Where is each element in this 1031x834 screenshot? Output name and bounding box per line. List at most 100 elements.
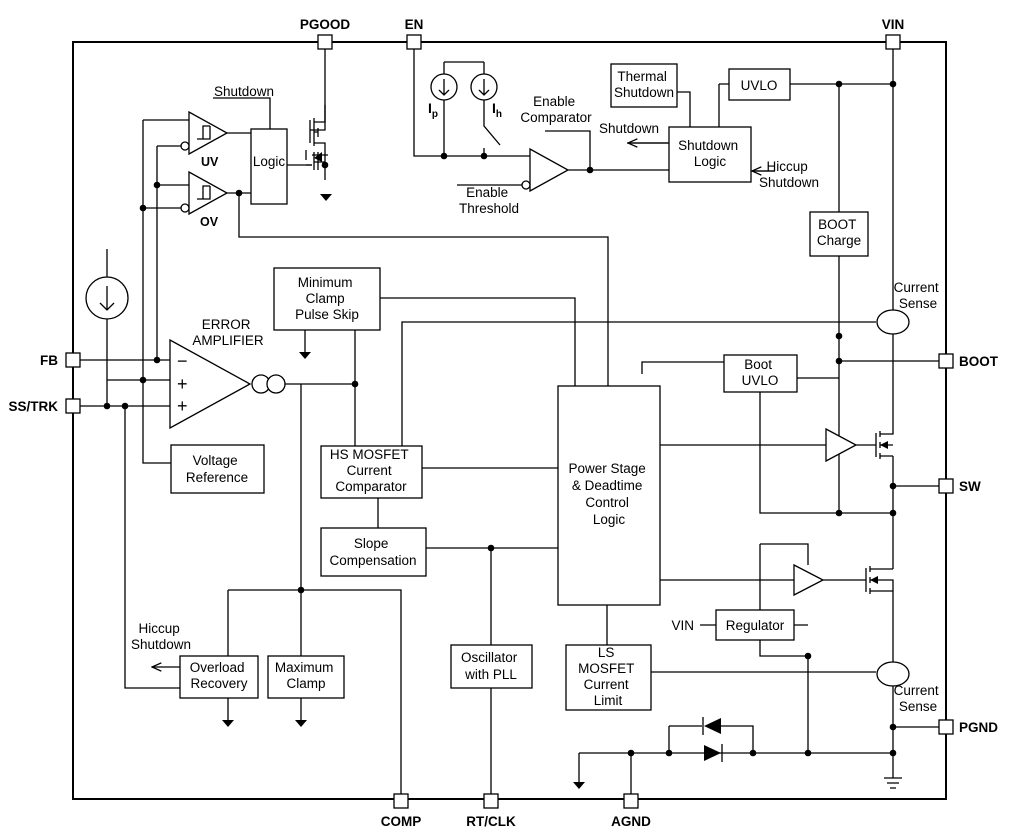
shutdown-logic-block: Shutdown Logic — [668, 126, 752, 183]
ih-label: Ih — [492, 100, 502, 120]
voltage-reference-label-2: Reference — [186, 470, 248, 485]
error-amplifier-label: ERROR AMPLIFIER — [192, 317, 264, 348]
pin-en-label: EN — [405, 17, 424, 32]
power-stage-label-4: Logic — [593, 512, 626, 527]
pin-rt-clk: RT/CLK — [466, 793, 516, 829]
enable-threshold-label: Enable Threshold — [459, 185, 519, 216]
ic-boundary — [72, 41, 947, 800]
min-clamp-block: Minimum Clamp Pulse Skip — [273, 267, 381, 331]
ls-mosfet-icon — [865, 566, 894, 595]
voltage-reference-label-1: Voltage — [193, 453, 238, 468]
uv-comparator — [180, 110, 229, 156]
pin-ss-trk-label: SS/TRK — [8, 399, 58, 414]
overload-recovery-label-2: Recovery — [190, 676, 247, 691]
oscillator-block: Oscillator with PLL — [450, 644, 533, 689]
current-sense-bottom: Current Sense — [876, 661, 943, 714]
max-clamp-block: Maximum Clamp — [267, 655, 345, 699]
svg-text:Slope Compensation: Slope Compensation — [329, 536, 416, 568]
voltage-reference-block: Voltage Reference — [170, 444, 265, 494]
pin-vin: VIN — [882, 17, 905, 50]
ov-label: OV — [200, 215, 219, 229]
svg-text:−: − — [177, 351, 188, 371]
slope-compensation-label-1: Slope — [354, 536, 389, 551]
svg-text:Power Stage & Deadtime: Power Stage & Deadtime Control Logic — [568, 461, 649, 527]
shutdown-logic-label-1: Shutdown — [678, 138, 738, 153]
pin-fb: FB — [40, 352, 81, 368]
hiccup-shutdown-in-label: Hiccup Shutdown — [759, 159, 819, 190]
pin-sw-label: SW — [959, 479, 981, 494]
pin-boot-label: BOOT — [959, 354, 999, 369]
shutdown-out-label: Shutdown — [599, 121, 659, 136]
svg-text:+: + — [177, 374, 188, 394]
hs-mosfet-icon — [875, 425, 894, 459]
pin-rt-clk-label: RT/CLK — [466, 814, 516, 829]
regulator-label: Regulator — [726, 618, 785, 633]
ls-limit-label-4: Limit — [594, 693, 623, 708]
svg-text:Current Sense: Current Sense — [894, 683, 943, 714]
slope-compensation-block: Slope Compensation — [320, 527, 427, 577]
wires — [79, 48, 940, 795]
pgood-mosfet-icon — [305, 105, 328, 180]
boot-uvlo-label-2: UVLO — [742, 373, 779, 388]
hs-comparator-label-2: Current — [347, 463, 392, 478]
pin-agnd-label: AGND — [611, 814, 651, 829]
oscillator-label-1: Oscillator — [461, 650, 518, 665]
enable-comparator-label: Enable Comparator — [520, 94, 592, 125]
power-stage-label-1: Power Stage — [568, 461, 645, 476]
thermal-shutdown-label-2: Shutdown — [614, 85, 674, 100]
boot-charge-block: BOOT Charge — [809, 211, 869, 257]
pin-pgood-label: PGOOD — [300, 17, 351, 32]
ip-current-source: Ip — [428, 62, 458, 120]
uvlo-block: UVLO — [728, 68, 791, 101]
overload-recovery-block: Overload Recovery — [179, 655, 259, 699]
svg-text:LS MOSFET Current: LS MOSFET Current Limit — [578, 645, 638, 708]
hs-comparator-label-1: HS MOSFET — [330, 447, 409, 462]
diode-pair-icon — [702, 717, 723, 762]
pin-comp-label: COMP — [381, 814, 422, 829]
min-clamp-label-2: Clamp — [306, 291, 345, 306]
max-clamp-label-2: Clamp — [286, 676, 325, 691]
oscillator-label-2: with PLL — [464, 667, 517, 682]
slope-compensation-label-2: Compensation — [329, 553, 416, 568]
pin-pgnd-label: PGND — [959, 720, 998, 735]
svg-text:Thermal Shutdown: Thermal Shutdown — [614, 69, 674, 100]
boot-charge-label-1: BOOT — [818, 217, 856, 232]
pin-pgnd: PGND — [938, 719, 998, 735]
pin-sw: SW — [938, 478, 981, 494]
enable-comparator — [521, 147, 570, 193]
boot-uvlo-block: Boot UVLO — [723, 354, 798, 393]
ov-comparator — [180, 170, 229, 216]
svg-text:Current Sense: Current Sense — [894, 280, 943, 311]
pin-agnd: AGND — [611, 793, 651, 829]
pin-vin-label: VIN — [882, 17, 905, 32]
svg-text:+: + — [177, 396, 188, 416]
power-stage-block: Power Stage & Deadtime Control Logic — [557, 385, 661, 606]
svg-text:Boot UVLO: Boot UVLO — [742, 357, 779, 388]
hs-comparator-block: HS MOSFET Current Comparator — [320, 445, 423, 499]
svg-text:Maximum Clamp: Maximum Clamp — [275, 660, 337, 691]
pin-pgood: PGOOD — [300, 17, 351, 50]
uvlo-label: UVLO — [741, 78, 778, 93]
svg-text:Oscillator with PLL: Oscillator with PLL — [461, 650, 521, 682]
junction-dots — [103, 80, 897, 757]
thermal-shutdown-label-1: Thermal — [617, 69, 667, 84]
pin-ss-trk: SS/TRK — [8, 398, 81, 414]
boot-uvlo-label-1: Boot — [744, 357, 772, 372]
power-stage-label-2: & Deadtime — [572, 478, 643, 493]
overload-recovery-label-1: Overload — [190, 660, 245, 675]
shutdown-logic-label-2: Logic — [694, 154, 727, 169]
ls-limit-block: LS MOSFET Current Limit — [565, 644, 652, 711]
pin-en: EN — [405, 17, 424, 50]
uv-label: UV — [201, 155, 219, 169]
ls-driver-icon — [793, 563, 825, 597]
pin-comp: COMP — [381, 793, 422, 829]
ground-symbols — [222, 194, 902, 789]
max-clamp-label-1: Maximum — [275, 660, 334, 675]
hs-comparator-label-3: Comparator — [335, 479, 407, 494]
ls-limit-label-1: LS — [598, 645, 615, 660]
signal-arrows — [152, 143, 669, 667]
svg-text:HS MOSFET Current: HS MOSFET Current Comparator — [330, 447, 412, 494]
boot-charge-label-2: Charge — [817, 233, 861, 248]
thermal-shutdown-block: Thermal Shutdown — [610, 63, 678, 108]
current-sense-top: Current Sense — [876, 280, 943, 335]
